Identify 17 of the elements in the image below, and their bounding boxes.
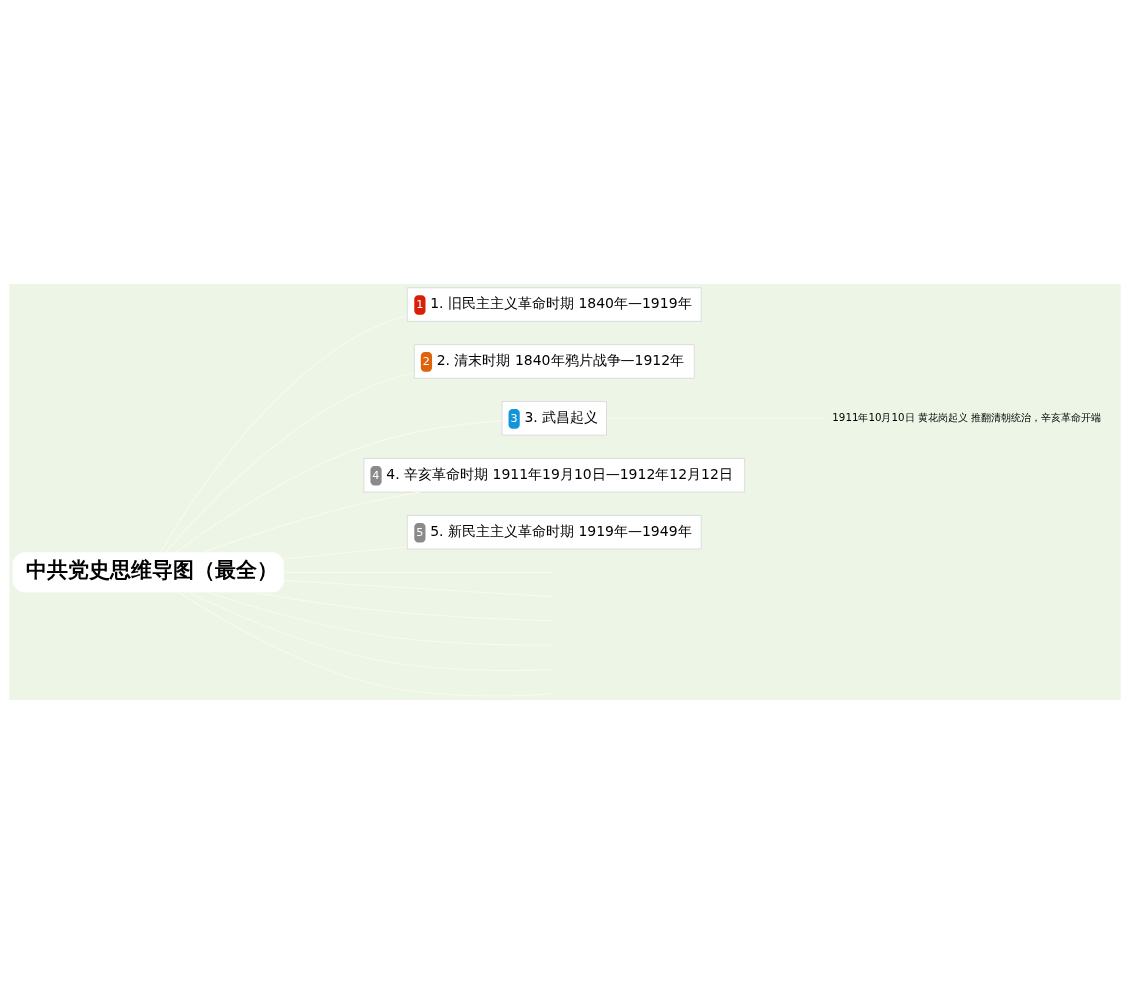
- node-box: 5 5. 新民主主义革命时期 1919年—1949年: [406, 514, 702, 549]
- node-text: 1911年10月10日 黄花岗起义 推翻清朝统治，辛亥革命开端: [832, 410, 1102, 423]
- connector: [164, 371, 415, 553]
- connector: [187, 590, 554, 671]
- node-box: 1 1. 旧民主主义革命时期 1840年—1919年: [406, 286, 702, 322]
- connector: [283, 545, 408, 560]
- node-box: 中共党史思维导图（最全）: [12, 551, 285, 592]
- connector: [159, 314, 408, 553]
- node-box: 3 3. 武昌起义: [501, 400, 607, 436]
- connector: [283, 579, 554, 597]
- node-box: 4 4. 辛亥革命时期 1911年19月10日—1912年12月12日: [363, 457, 746, 493]
- connector: [177, 590, 554, 696]
- connector: [251, 590, 554, 621]
- node-box: 2 2. 清末时期 1840年鸦片战争—1912年: [413, 343, 695, 379]
- connector: [201, 491, 421, 553]
- connector: [205, 591, 554, 646]
- connector: [174, 419, 503, 553]
